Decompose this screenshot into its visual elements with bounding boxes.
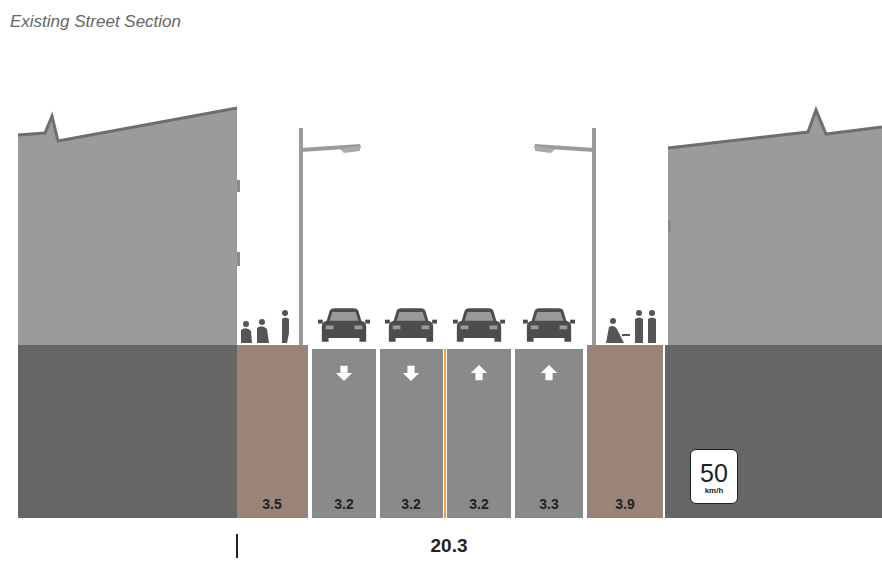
lane (515, 349, 583, 518)
speed-value: 50 (691, 460, 737, 486)
dimension-label: 3.5 (262, 496, 281, 512)
car (523, 308, 575, 342)
left-ground (18, 345, 237, 518)
dimension-label: 3.2 (334, 496, 353, 512)
speed-unit: km/h (691, 486, 737, 495)
lane (380, 349, 443, 518)
total-width: 20.3 (431, 535, 468, 557)
right-building (668, 110, 882, 345)
right-sidewalk (587, 345, 663, 518)
lane (447, 349, 511, 518)
right-ground (665, 345, 882, 518)
dimension-label: 3.9 (615, 496, 634, 512)
car (453, 308, 505, 342)
centre-line (444, 349, 446, 518)
street-light (299, 128, 361, 345)
left-building (18, 108, 237, 345)
lane (312, 349, 376, 518)
car (318, 308, 370, 342)
dimension-label: 3.2 (401, 496, 420, 512)
left-sidewalk (237, 345, 308, 518)
dimension-tick (236, 534, 238, 558)
pedestrians (241, 310, 656, 343)
dimension-label: 3.2 (469, 496, 488, 512)
car (385, 308, 437, 342)
street-light (534, 128, 596, 345)
diagram-title: Existing Street Section (10, 12, 181, 32)
dimension-label: 3.3 (539, 496, 558, 512)
speed-limit-sign: 50km/h (690, 449, 738, 504)
